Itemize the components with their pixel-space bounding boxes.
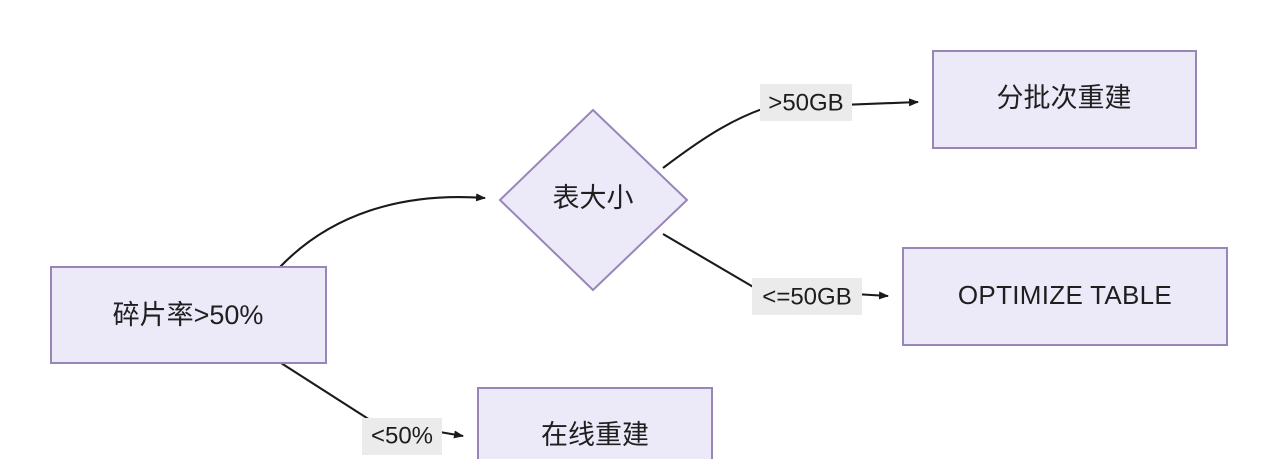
edge-fragmentation-to-online-rebuild: <50% — [280, 362, 464, 455]
edge-label-bg-lt50pct — [362, 418, 442, 455]
node-optimize-table-shape[interactable] — [902, 247, 1228, 346]
node-batch-rebuild[interactable]: 分批次重建 — [932, 50, 1197, 149]
node-online-rebuild-label: 在线重建 — [541, 420, 649, 450]
node-optimize-table-label: OPTIMIZE TABLE — [958, 280, 1172, 310]
edge-table-size-to-optimize-table: <=50GB — [662, 233, 889, 315]
node-batch-rebuild-label: 分批次重建 — [997, 83, 1132, 113]
node-online-rebuild[interactable]: 在线重建 — [477, 387, 713, 459]
node-table-size-label: 表大小 — [553, 183, 634, 213]
edge-label-lte50gb: <=50GB — [762, 283, 851, 310]
node-fragmentation-label: 碎片率>50% — [113, 300, 264, 330]
edge-label-gt50gb: >50GB — [768, 89, 843, 116]
edge-label-bg-lte50gb — [752, 278, 862, 315]
node-batch-rebuild-shape[interactable] — [932, 50, 1197, 149]
edge-label-bg-gt50gb — [760, 84, 852, 121]
node-table-size[interactable]: 表大小 — [498, 108, 689, 292]
node-optimize-table[interactable]: OPTIMIZE TABLE — [902, 247, 1228, 346]
edge-label-lt50pct: <50% — [371, 422, 433, 449]
edge-table-size-to-batch-rebuild: >50GB — [662, 84, 919, 169]
node-fragmentation-shape[interactable] — [50, 266, 327, 364]
node-online-rebuild-shape[interactable] — [477, 387, 713, 459]
edges-layer: >50GB <=50GB <50% — [279, 84, 919, 455]
node-fragmentation[interactable]: 碎片率>50% — [50, 266, 327, 364]
edge-fragmentation-to-table-size — [279, 193, 486, 268]
nodes-layer: 碎片率>50% 表大小 分批次重建 OPTIMIZE TABLE 在线重建 — [50, 50, 1228, 459]
edge-path-fragmentation-to-table-size — [279, 193, 486, 268]
node-table-size-shape[interactable] — [498, 108, 689, 292]
